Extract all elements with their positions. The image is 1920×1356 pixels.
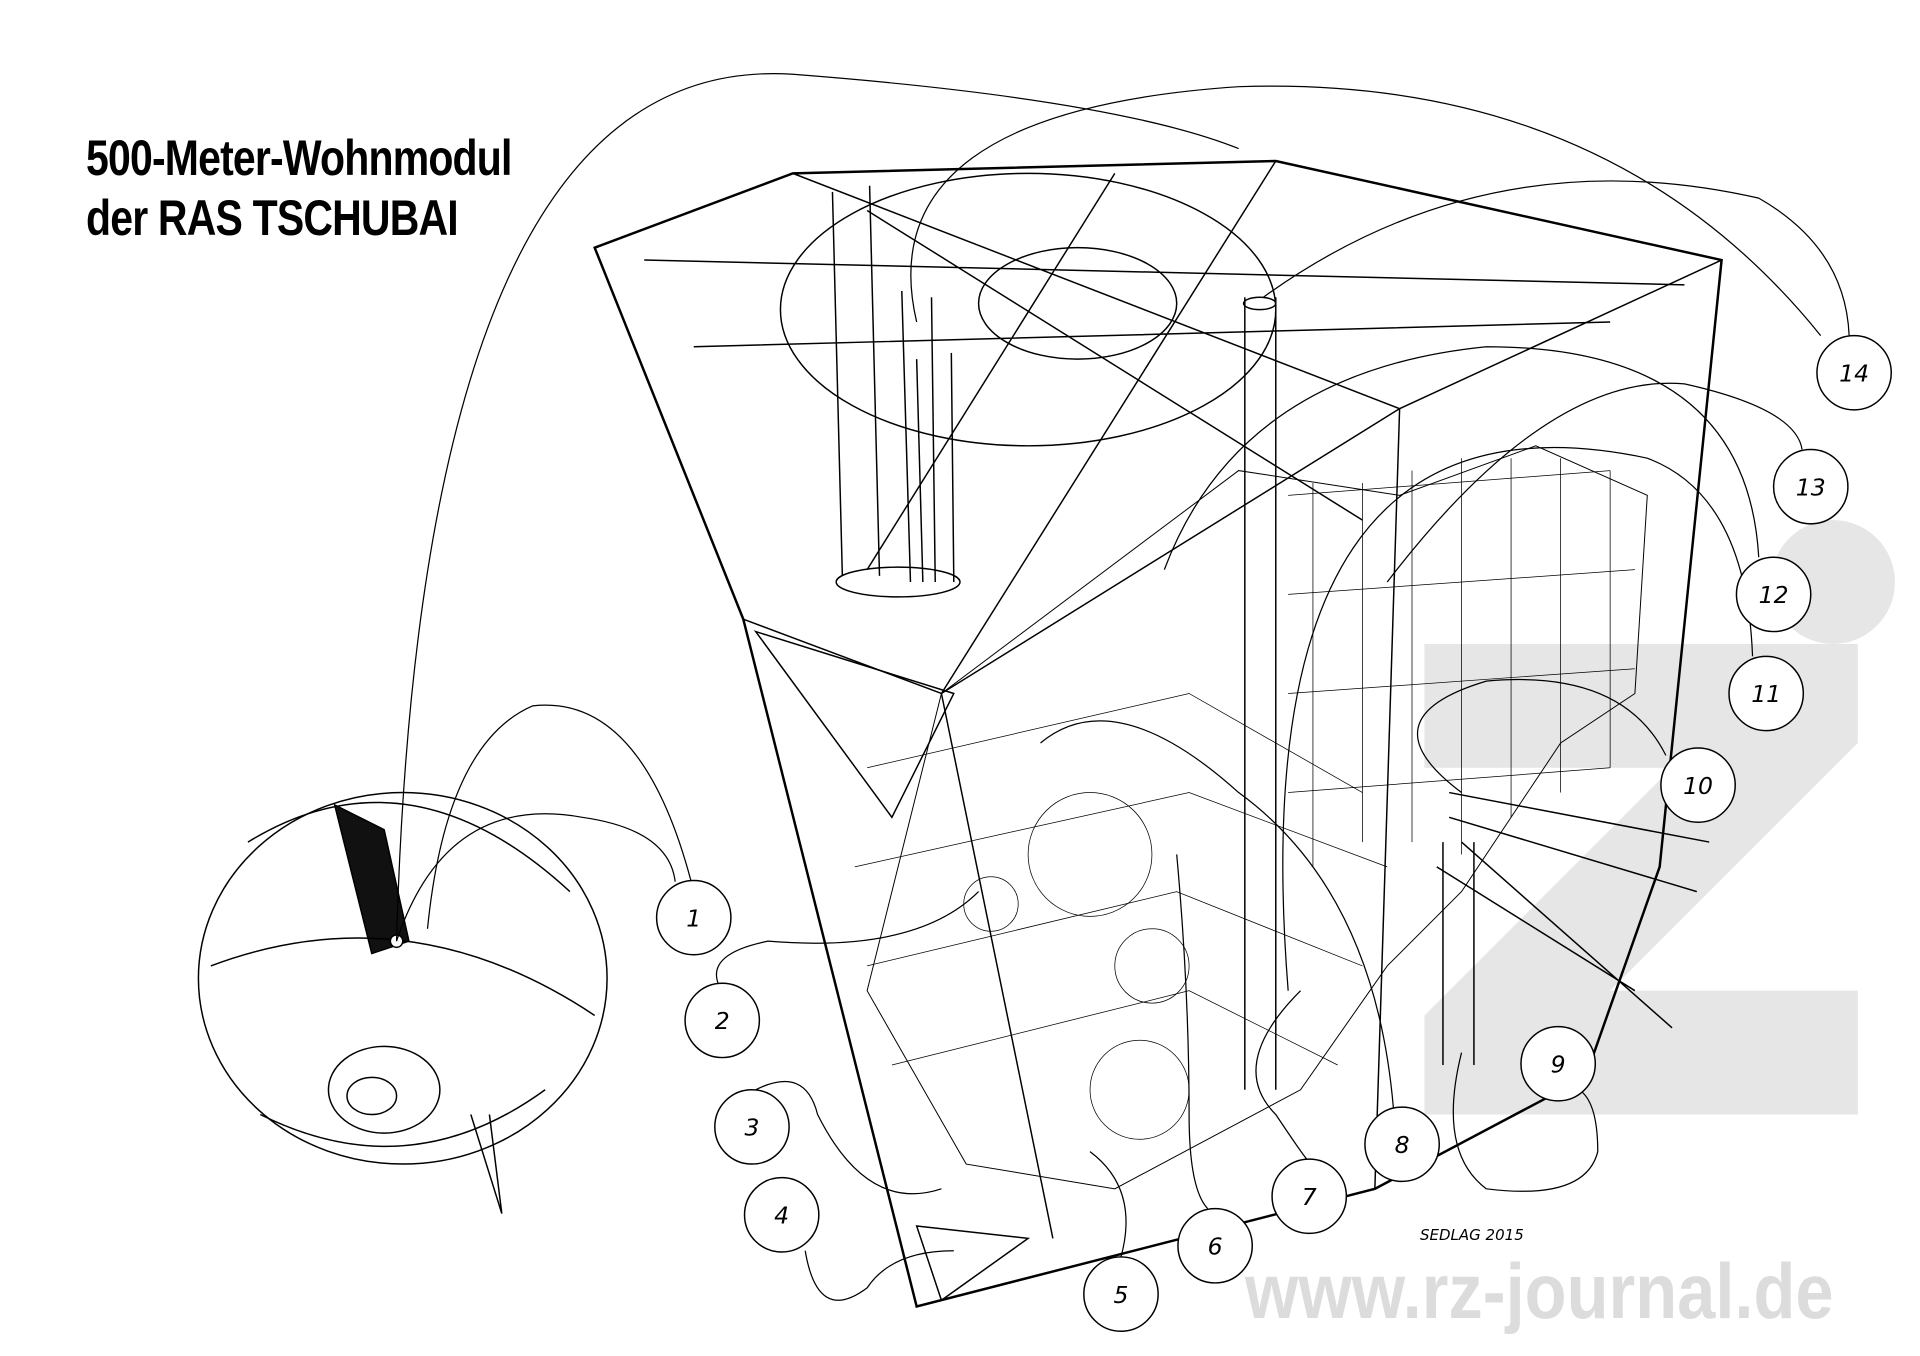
svg-text:2: 2: [715, 1007, 730, 1035]
svg-text:4: 4: [774, 1201, 789, 1229]
svg-text:14: 14: [1839, 359, 1869, 387]
svg-text:6: 6: [1208, 1232, 1223, 1260]
callout-5: 5: [1083, 1256, 1159, 1332]
callout-7: 7: [1271, 1158, 1348, 1235]
callout-2: 2: [684, 982, 761, 1059]
callout-10: 10: [1660, 747, 1736, 824]
svg-text:12: 12: [1759, 581, 1789, 609]
svg-text:5: 5: [1114, 1281, 1129, 1309]
callout-14: 14: [1816, 334, 1892, 411]
watermark-url: www.rz-journal.de: [1245, 1247, 1834, 1335]
callout-1: 1: [655, 879, 732, 956]
svg-text:3: 3: [744, 1114, 759, 1142]
svg-text:1: 1: [686, 904, 701, 932]
ras-tschubai-ship: [197, 791, 608, 1214]
habitat-module-cube: [593, 159, 1723, 1308]
svg-text:7: 7: [1302, 1183, 1317, 1211]
callout-4: 4: [743, 1176, 820, 1253]
title-line-1: 500-Meter-Wohnmodul: [86, 130, 512, 186]
callout-11: 11: [1728, 655, 1805, 732]
callout-6: 6: [1177, 1207, 1253, 1284]
svg-text:8: 8: [1395, 1131, 1410, 1159]
artist-signature: SEDLAG 2015: [1420, 1226, 1524, 1244]
page-title: 500-Meter-Wohnmodul der RAS TSCHUBAI: [86, 128, 512, 248]
svg-text:10: 10: [1683, 772, 1713, 800]
svg-text:9: 9: [1551, 1050, 1566, 1078]
svg-text:13: 13: [1796, 473, 1826, 501]
svg-text:11: 11: [1751, 680, 1781, 708]
callout-9: 9: [1520, 1025, 1597, 1102]
watermark-logo: [1424, 520, 1895, 1115]
callout-12: 12: [1735, 556, 1812, 633]
callout-8: 8: [1364, 1106, 1440, 1183]
callout-13: 13: [1772, 448, 1849, 525]
leader-lines: [395, 73, 1850, 1301]
title-line-2: der RAS TSCHUBAI: [86, 190, 459, 246]
callout-3: 3: [714, 1089, 790, 1165]
